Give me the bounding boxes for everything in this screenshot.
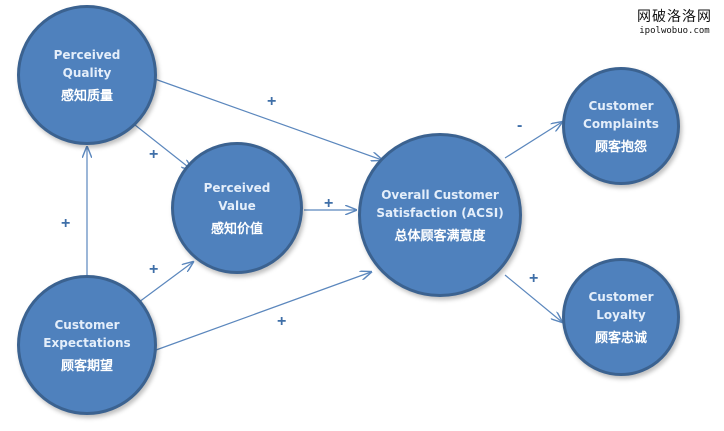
arrow-pq-pv bbox=[134, 124, 192, 170]
node-customer-complaints: Customer Complaints 顾客抱怨 bbox=[562, 67, 680, 185]
node-label-zh: 顾客忠诚 bbox=[594, 331, 647, 346]
node-perceived-quality: Perceived Quality 感知质量 bbox=[17, 5, 157, 145]
sign-ce-pv: + bbox=[149, 261, 159, 278]
node-label-en: Satisfaction (ACSI) bbox=[376, 206, 504, 220]
arrow-acsi-cc bbox=[504, 122, 562, 159]
node-label-en: Expectations bbox=[43, 336, 131, 350]
watermark-title: 网破洛洛网 bbox=[637, 9, 712, 25]
node-customer-loyalty: Customer Loyalty 顾客忠诚 bbox=[562, 258, 680, 376]
sign-pv-acsi: + bbox=[324, 195, 334, 212]
arrow-pq-acsi bbox=[151, 77, 382, 160]
node-label-zh: 总体顾客满意度 bbox=[394, 229, 486, 244]
node-label-en: Customer bbox=[588, 290, 654, 304]
arrow-ce-pv bbox=[134, 262, 193, 306]
node-customer-expectations: Customer Expectations 顾客期望 bbox=[17, 275, 157, 415]
node-label-en: Complaints bbox=[583, 117, 659, 131]
node-label-zh: 感知价值 bbox=[210, 222, 263, 237]
sign-ce-pq: + bbox=[61, 215, 71, 232]
arrow-ce-acsi bbox=[155, 272, 371, 351]
node-label-zh: 感知质量 bbox=[60, 89, 113, 104]
node-label-en: Customer bbox=[54, 318, 120, 332]
node-label-en: Loyalty bbox=[596, 308, 646, 322]
node-label-en: Overall Customer bbox=[381, 188, 499, 202]
sign-acsi-cc: - bbox=[517, 117, 523, 134]
sign-ce-acsi: + bbox=[277, 313, 287, 330]
node-perceived-value: Perceived Value 感知价值 bbox=[171, 142, 303, 274]
node-label-en: Customer bbox=[588, 99, 654, 113]
arrow-acsi-cl bbox=[504, 274, 562, 322]
node-label-en: Perceived bbox=[53, 48, 121, 62]
node-label-zh: 顾客抱怨 bbox=[594, 140, 647, 155]
node-overall-satisfaction: Overall Customer Satisfaction (ACSI) 总体顾… bbox=[358, 133, 522, 297]
sign-acsi-cl: + bbox=[529, 270, 539, 287]
sign-pq-acsi: + bbox=[267, 93, 277, 110]
node-label-en: Perceived bbox=[203, 181, 271, 195]
node-label-en: Value bbox=[218, 199, 256, 213]
node-label-zh: 顾客期望 bbox=[60, 359, 113, 374]
watermark-url: ipolwobuo.com bbox=[639, 26, 710, 36]
node-label-en: Quality bbox=[62, 66, 112, 80]
sign-pq-pv: + bbox=[149, 146, 159, 163]
watermark: 网破洛洛网 ipolwobuo.com bbox=[637, 6, 712, 36]
